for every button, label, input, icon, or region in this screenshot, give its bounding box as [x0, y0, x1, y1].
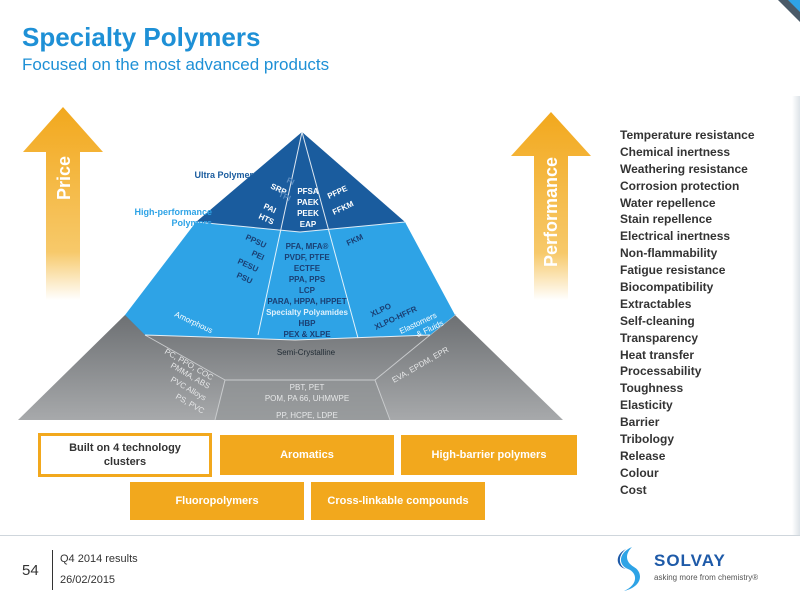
property-item: Stain repellence — [620, 212, 713, 227]
polymer-hbp: HBP — [299, 319, 317, 328]
property-item: Corrosion protection — [620, 178, 740, 193]
semi-crystalline-label: Semi-Crystalline — [277, 348, 336, 357]
price-label: Price — [54, 156, 74, 200]
property-item: Fatigue resistance — [620, 263, 726, 278]
ultra-tier — [196, 132, 405, 232]
page-title: Specialty Polymers — [22, 22, 261, 52]
aromatics-box: Aromatics — [220, 435, 394, 475]
hp-center-group: PFA, MFA® PVDF, PTFE ECTFE PPA, PPS LCP … — [266, 242, 348, 339]
pyramid-facets — [144, 131, 431, 341]
brand-tagline: asking more from chemistry® — [654, 573, 759, 582]
polymer-pex-xlpe: PEX & XLPE — [283, 330, 331, 339]
polymer-pbt-pet: PBT, PET — [290, 383, 325, 392]
hp-label-line: High-performance — [134, 207, 212, 217]
performance-arrow: Performance — [511, 112, 591, 300]
property-item: Extractables — [620, 296, 692, 311]
property-item: Biocompatibility — [620, 280, 714, 295]
polymer-pfsa: PFSA — [297, 187, 319, 196]
base-center-group: PBT, PET POM, PA 66, UHMWPE PP, HCPE, LD… — [265, 383, 349, 420]
high-performance-tier — [125, 222, 455, 340]
footer-divider — [0, 535, 800, 536]
polymer-pyramid-diagram: Price Performance Ultra Polymers High-pe… — [18, 107, 591, 421]
polymer-pi: PI — [285, 176, 296, 187]
property-item: Chemical inertness — [620, 144, 731, 159]
ultra-left-group: SRP PI TPI PAI HTS — [257, 176, 296, 227]
ultra-center-group: PFSA PAEK PEEK EAP — [297, 187, 319, 229]
polymer-eap: EAP — [300, 220, 317, 229]
cross-linkable-compounds-box: Cross-linkable compounds — [311, 482, 485, 520]
polymer-pfa-mfa: PFA, MFA® — [286, 242, 329, 251]
footer-date: 26/02/2015 — [60, 574, 116, 586]
polymer-pvdf-ptfe: PVDF, PTFE — [284, 253, 330, 262]
polymer-paek: PAEK — [297, 198, 319, 207]
polymer-lcp: LCP — [299, 286, 316, 295]
footer-separator — [52, 550, 53, 590]
polymer-pom-pa66-uhmwpe: POM, PA 66, UHMWPE — [265, 394, 349, 403]
property-item: Toughness — [620, 381, 684, 396]
polymer-peek: PEEK — [297, 209, 319, 218]
polymer-pp-hcpe-ldpe: PP, HCPE, LDPE — [276, 411, 338, 420]
built-on-clusters-box: Built on 4 technology clusters — [38, 433, 212, 477]
performance-label: Performance — [541, 157, 561, 267]
property-item: Heat transfer — [620, 347, 695, 362]
price-arrow: Price — [23, 107, 103, 300]
property-item: Non-flammability — [620, 246, 718, 261]
property-item: Temperature resistance — [620, 128, 755, 142]
hp-label-line: Polymers — [171, 218, 212, 228]
property-item: Colour — [620, 465, 659, 480]
polymer-para-hppa-hppet: PARA, HPPA, HPPET — [267, 297, 346, 306]
property-item: Self-cleaning — [620, 313, 695, 328]
polymer-specialty-polyamides: Specialty Polyamides — [266, 308, 348, 317]
fluoropolymers-box: Fluoropolymers — [130, 482, 304, 520]
brand-name: SOLVAY — [654, 551, 726, 570]
polymer-ppa-pps: PPA, PPS — [289, 275, 326, 284]
page-number: 54 — [22, 562, 39, 579]
property-item: Elasticity — [620, 398, 673, 413]
solvay-logo: SOLVAY asking more from chemistry® — [612, 545, 792, 593]
high-barrier-polymers-box: High-barrier polymers — [401, 435, 577, 475]
footer-results: Q4 2014 results — [60, 553, 138, 565]
polymer-ectfe: ECTFE — [294, 264, 321, 273]
property-item: Cost — [620, 482, 647, 497]
page-subtitle: Focused on the most advanced products — [22, 55, 330, 74]
solvay-logo-icon — [617, 547, 640, 591]
property-item: Processability — [620, 364, 702, 379]
property-item: Water repellence — [620, 195, 716, 210]
corner-accent — [778, 0, 800, 22]
right-edge-accent — [792, 96, 800, 536]
property-item: Barrier — [620, 415, 660, 430]
property-item: Tribology — [620, 432, 674, 447]
property-item: Release — [620, 448, 666, 463]
property-item: Transparency — [620, 330, 699, 345]
ultra-polymers-label: Ultra Polymers — [194, 170, 258, 180]
property-item: Weathering resistance — [620, 161, 748, 176]
property-item: Electrical inertness — [620, 229, 731, 244]
